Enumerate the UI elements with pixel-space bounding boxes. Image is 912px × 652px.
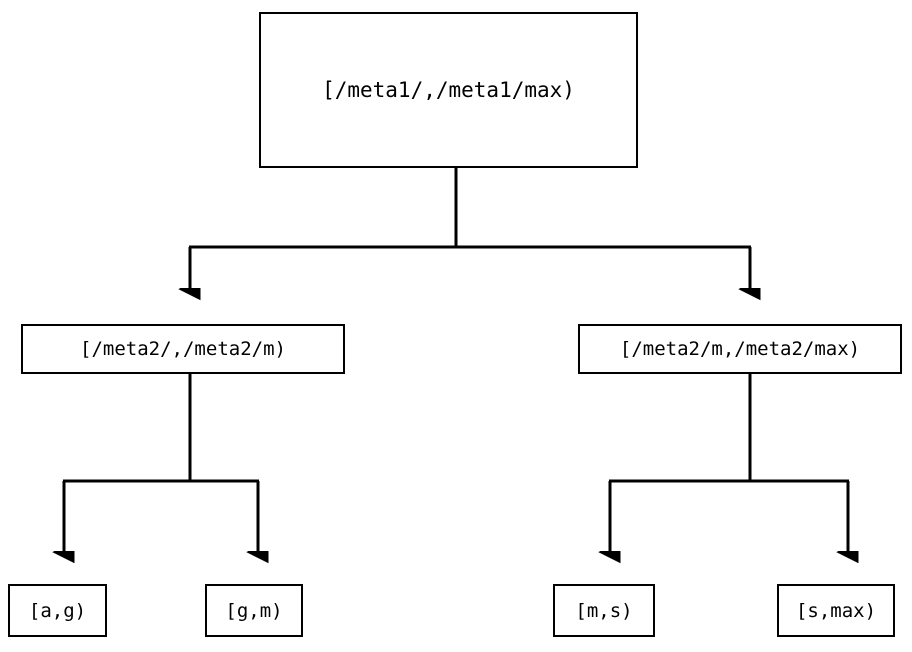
node-mid-right-meta2-upper-range[interactable]: [/meta2/m,/meta2/max) — [578, 324, 902, 374]
node-leaf-m-s[interactable]: [m,s) — [553, 584, 655, 637]
edge-midleft-to-leaves — [63, 374, 259, 553]
edge-midright-to-leaves — [609, 374, 849, 553]
node-leaf-s-max[interactable]: [s,max) — [777, 584, 895, 637]
node-leaf-g-m[interactable]: [g,m) — [205, 584, 303, 637]
node-root-meta1-range[interactable]: [/meta1/,/meta1/max) — [259, 12, 638, 168]
node-mid-left-meta2-lower-range[interactable]: [/meta2/,/meta2/m) — [21, 324, 345, 374]
edge-root-to-children — [189, 168, 751, 290]
node-leaf-a-g[interactable]: [a,g) — [8, 584, 107, 637]
